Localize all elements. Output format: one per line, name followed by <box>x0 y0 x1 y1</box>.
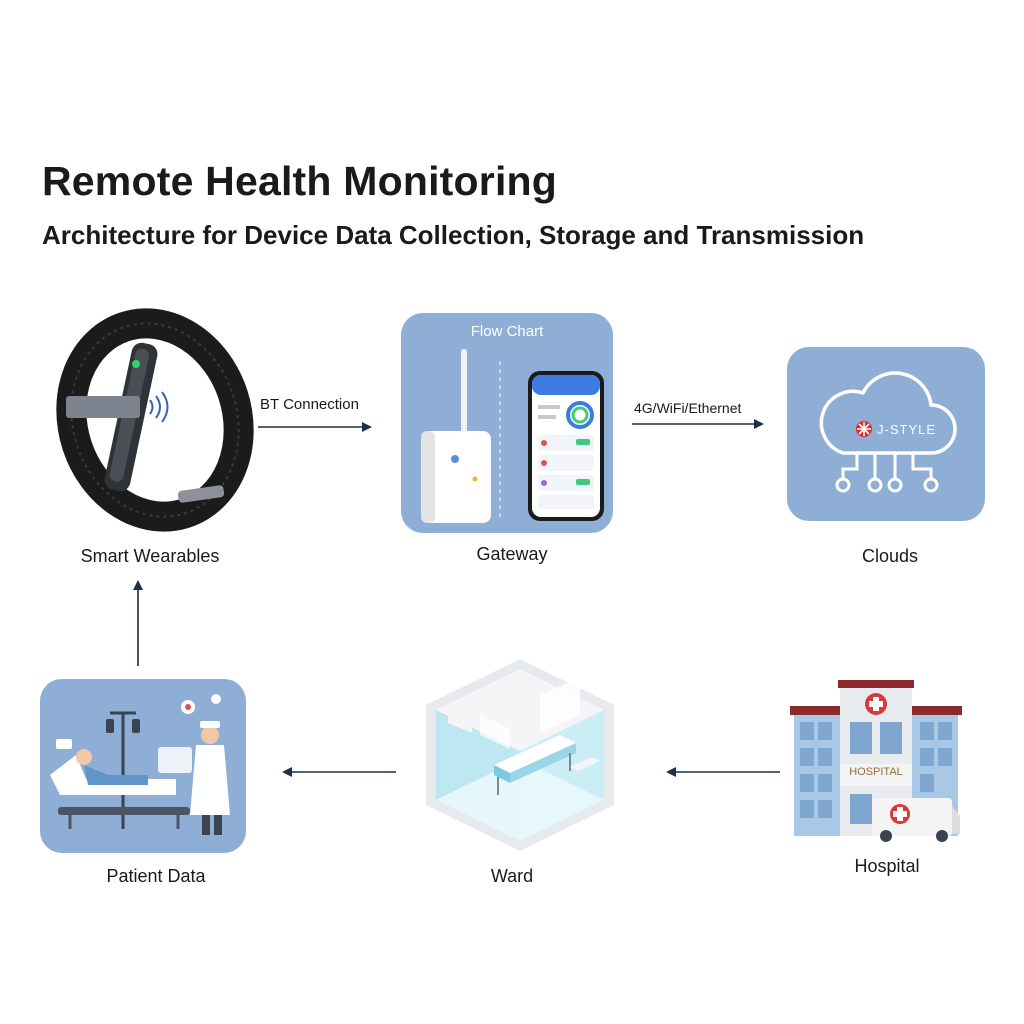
arrow-hospital-to-ward <box>666 767 780 777</box>
arrow-patient-to-wearables <box>133 580 143 666</box>
node-smart-wearables <box>50 308 260 538</box>
cloud-logo-text: J-STYLE <box>877 422 937 437</box>
node-label-patient-data: Patient Data <box>106 866 206 886</box>
edge-label-4g-wifi-ethernet: 4G/WiFi/Ethernet <box>634 400 742 416</box>
ward-room-icon <box>426 659 614 851</box>
node-ward <box>420 655 620 855</box>
arrow-ward-to-patient <box>282 767 396 777</box>
clouds-tile: J-STYLE <box>787 347 985 521</box>
gateway-tile-title: Flow Chart <box>470 323 544 340</box>
patient-bed-doctor-icon <box>50 694 230 835</box>
edge-label-bt-connection: BT Connection <box>260 396 359 413</box>
node-label-smart-wearables: Smart Wearables <box>80 546 220 566</box>
node-label-clouds: Clouds <box>861 546 919 566</box>
patient-data-tile <box>40 679 246 853</box>
gateway-device-icon <box>421 349 501 523</box>
smart-band-icon <box>56 308 254 532</box>
cloud-network-icon <box>819 371 957 493</box>
arrow-gateway-to-clouds <box>632 419 764 429</box>
hospital-building-icon <box>790 680 962 842</box>
hospital-sign-text: HOSPITAL <box>849 766 903 778</box>
page-title: Remote Health Monitoring <box>42 158 558 204</box>
node-hospital: HOSPITAL <box>788 678 964 844</box>
smartphone-app-icon <box>528 371 604 521</box>
node-label-ward: Ward <box>490 866 534 886</box>
gateway-tile: Flow Chart <box>401 313 613 533</box>
node-label-gateway: Gateway <box>476 544 548 564</box>
page-subtitle: Architecture for Device Data Collection,… <box>42 220 865 250</box>
node-label-hospital: Hospital <box>854 856 920 876</box>
arrow-wearables-to-gateway <box>258 422 372 432</box>
